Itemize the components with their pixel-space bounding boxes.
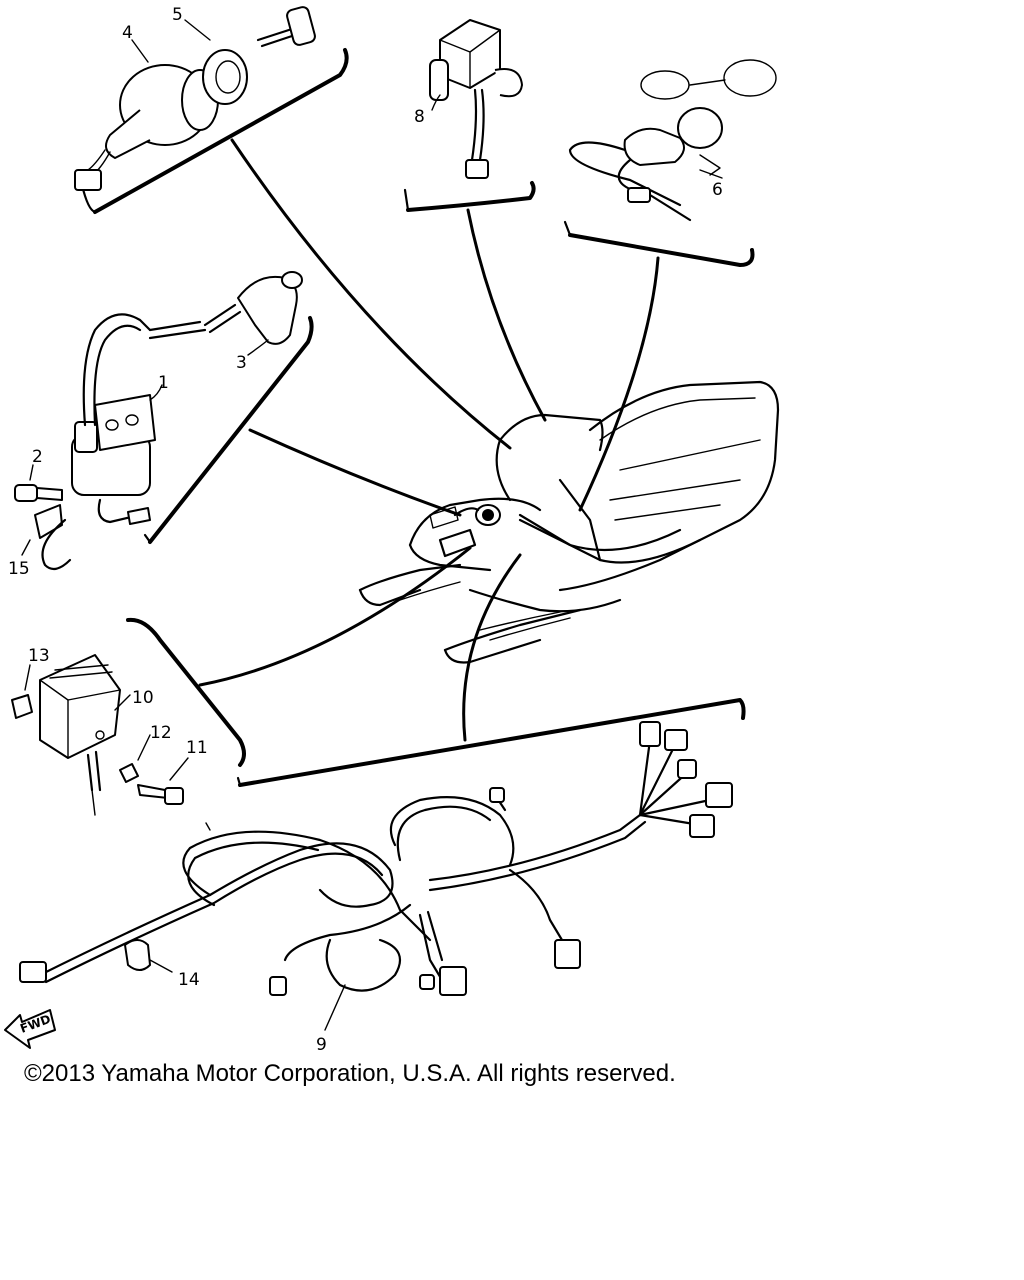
regulator-bolt	[137, 784, 184, 805]
switch-housing	[623, 127, 685, 166]
callout-9: 9	[316, 1035, 327, 1055]
group-ignition-coil	[14, 271, 314, 571]
callout-10: 10	[132, 688, 154, 708]
group-wire-harness	[19, 698, 746, 1031]
copyright-notice: ©2013 Yamaha Motor Corporation, U.S.A. A…	[24, 1060, 676, 1087]
regulator-washer	[119, 763, 139, 783]
switch-o-ring-2	[723, 59, 777, 97]
high-tension-lead	[82, 303, 242, 427]
coil-body	[71, 394, 156, 496]
group-ignition-switch	[74, 6, 349, 214]
fwd-arrow: FWD	[4, 1009, 56, 1049]
switch-body	[105, 64, 219, 159]
callout-8: 8	[414, 107, 425, 127]
callout-1: 1	[158, 373, 169, 393]
group-regulator	[11, 617, 246, 816]
switch-knob	[677, 107, 723, 149]
leader-lines	[198, 138, 660, 742]
callout-3: 3	[236, 353, 247, 373]
callout-14: 14	[178, 970, 200, 990]
regulator-body	[39, 654, 121, 759]
callout-2: 2	[32, 447, 43, 467]
callout-12: 12	[150, 723, 172, 743]
callout-13: 13	[28, 646, 50, 666]
harness-clamp	[124, 939, 151, 971]
switch-cover-nut	[202, 49, 248, 105]
harness-connectors	[19, 721, 733, 996]
coil-bolt	[14, 484, 63, 502]
callout-15: 15	[8, 559, 30, 579]
switch-connector	[74, 169, 102, 191]
group-light-switch	[563, 59, 777, 267]
callout-11: 11	[186, 738, 208, 758]
spark-plug-cap	[237, 271, 303, 345]
regulator-nut	[11, 694, 33, 719]
relay-body	[429, 19, 523, 101]
callout-5: 5	[172, 5, 183, 25]
relay-connector	[465, 159, 489, 179]
callout-6: 6	[712, 180, 723, 200]
ignition-key	[256, 6, 316, 48]
group-relay	[403, 19, 536, 212]
switch-o-ring	[640, 70, 690, 100]
snowmobile-illustration	[358, 380, 780, 664]
coil-bracket	[34, 504, 63, 539]
callout-4: 4	[122, 23, 133, 43]
